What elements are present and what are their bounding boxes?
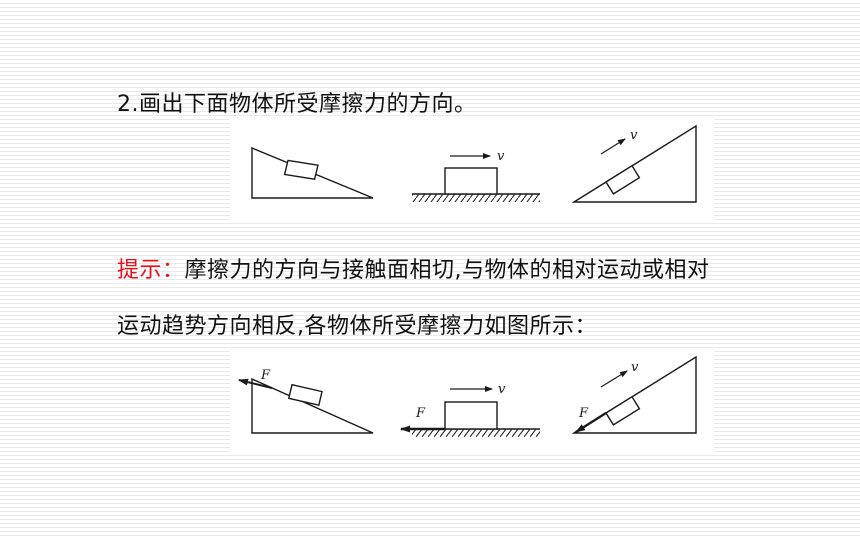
block — [605, 395, 641, 426]
answer-diagrams: F v F v F — [238, 355, 697, 437]
velocity-label: v — [497, 149, 505, 164]
figure-incline-left — [251, 146, 374, 199]
velocity-label: v — [630, 128, 638, 143]
hint-line-1: 提示：摩擦力的方向与接触面相切,与物体的相对运动或相对 — [117, 252, 710, 284]
hint-label: 提示： — [117, 258, 185, 283]
friction-label: F — [415, 406, 426, 421]
figure-incline-right: v — [571, 124, 697, 203]
friction-arrow — [238, 378, 273, 389]
block — [283, 159, 319, 180]
ground-hatch — [412, 429, 540, 437]
block — [605, 164, 641, 195]
velocity-label: v — [498, 382, 506, 397]
figure-panel-answer: F v F v F — [230, 349, 714, 453]
block — [444, 167, 498, 195]
figure-horizontal-friction: v F — [400, 382, 540, 437]
velocity-label: v — [631, 360, 639, 375]
incline-wedge — [571, 355, 697, 434]
block — [444, 401, 498, 430]
figure-panel-question: v v — [230, 118, 714, 222]
friction-arrow — [575, 411, 607, 434]
question-text: 2.画出下面物体所受摩擦力的方向。 — [117, 92, 477, 117]
velocity-arrow — [600, 138, 626, 155]
figure-incline-left-friction: F — [238, 368, 374, 434]
friction-label: F — [260, 368, 271, 383]
friction-label: F — [578, 406, 589, 421]
hint-text-2: 运动趋势方向相反,各物体所受摩擦力如图所示： — [117, 314, 597, 339]
velocity-arrow — [600, 370, 628, 388]
incline-wedge — [251, 377, 374, 434]
figure-incline-right-friction: v F — [571, 355, 697, 434]
figure-horizontal: v — [412, 149, 540, 202]
question-diagrams: v v — [251, 124, 697, 203]
incline-wedge — [571, 124, 697, 203]
ground-hatch — [412, 194, 540, 202]
hint-text-1: 摩擦力的方向与接触面相切,与物体的相对运动或相对 — [184, 258, 710, 283]
block — [287, 383, 323, 407]
